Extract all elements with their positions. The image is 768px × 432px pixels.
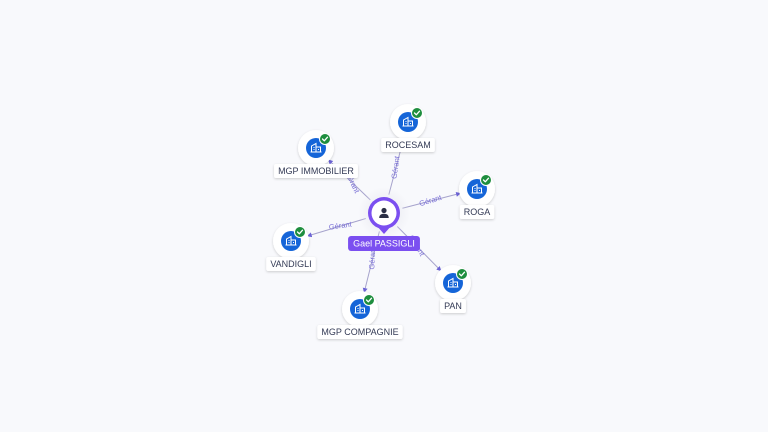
person-name: Gael PASSIGLI [353,238,415,248]
company-name: VANDIGLI [270,259,311,269]
verified-check-icon [363,294,375,306]
edge-line [402,191,462,209]
label-background [274,164,358,178]
company-building-icon [285,235,297,246]
edge-vandigli: Gérant [306,217,366,238]
label-background [266,257,316,271]
label-background [440,299,466,313]
company-nodes: MGP IMMOBILIER ROCESAM ROGA VANDIGLI PAN MGP … [266,104,495,339]
edge-line [306,217,366,238]
verified-check-icon [319,133,331,145]
company-label-roga: ROGA [459,205,495,219]
edge-roga: Gérant [402,191,462,209]
label-background [317,325,403,339]
verified-check-icon [456,268,468,280]
company-node-pan[interactable]: PAN [435,265,471,313]
company-name: ROCESAM [385,140,431,150]
company-building-icon [471,183,483,194]
verified-check-icon [294,226,306,238]
company-building-icon [310,142,322,153]
company-node-vandigli[interactable]: VANDIGLI [266,223,316,271]
company-node-rocesam[interactable]: ROCESAM [381,104,435,152]
company-building-icon [402,116,414,127]
company-node-mgp-compagnie[interactable]: MGP COMPAGNIE [317,291,403,339]
company-name: MGP COMPAGNIE [321,327,398,337]
company-name: PAN [444,301,462,311]
verified-check-icon [480,174,492,186]
label-background [381,138,435,152]
company-node-mgp-immobilier[interactable]: MGP IMMOBILIER [274,130,358,178]
label-background [459,205,495,219]
edge-label: Gérant [367,245,377,269]
person-icon [379,207,389,218]
edge-label: Gérant [328,219,353,231]
verified-check-icon [411,107,423,119]
center-label: Gael PASSIGLI [348,236,420,251]
company-node-roga[interactable]: ROGA [459,171,495,219]
edge-label: Gérant [389,155,401,180]
company-label-pan: PAN [440,299,466,313]
company-label-rocesam: ROCESAM [381,138,435,152]
edge-label: Gérant [418,193,443,209]
center-label-background [348,236,420,251]
company-label-mgp-immobilier: MGP IMMOBILIER [274,164,358,178]
company-name: MGP IMMOBILIER [278,166,354,176]
company-label-mgp-compagnie: MGP COMPAGNIE [317,325,403,339]
center-person-node[interactable]: Gael PASSIGLI [348,187,420,251]
company-name: ROGA [464,207,491,217]
company-building-icon [354,303,366,314]
company-building-icon [447,277,459,288]
company-label-vandigli: VANDIGLI [266,257,316,271]
